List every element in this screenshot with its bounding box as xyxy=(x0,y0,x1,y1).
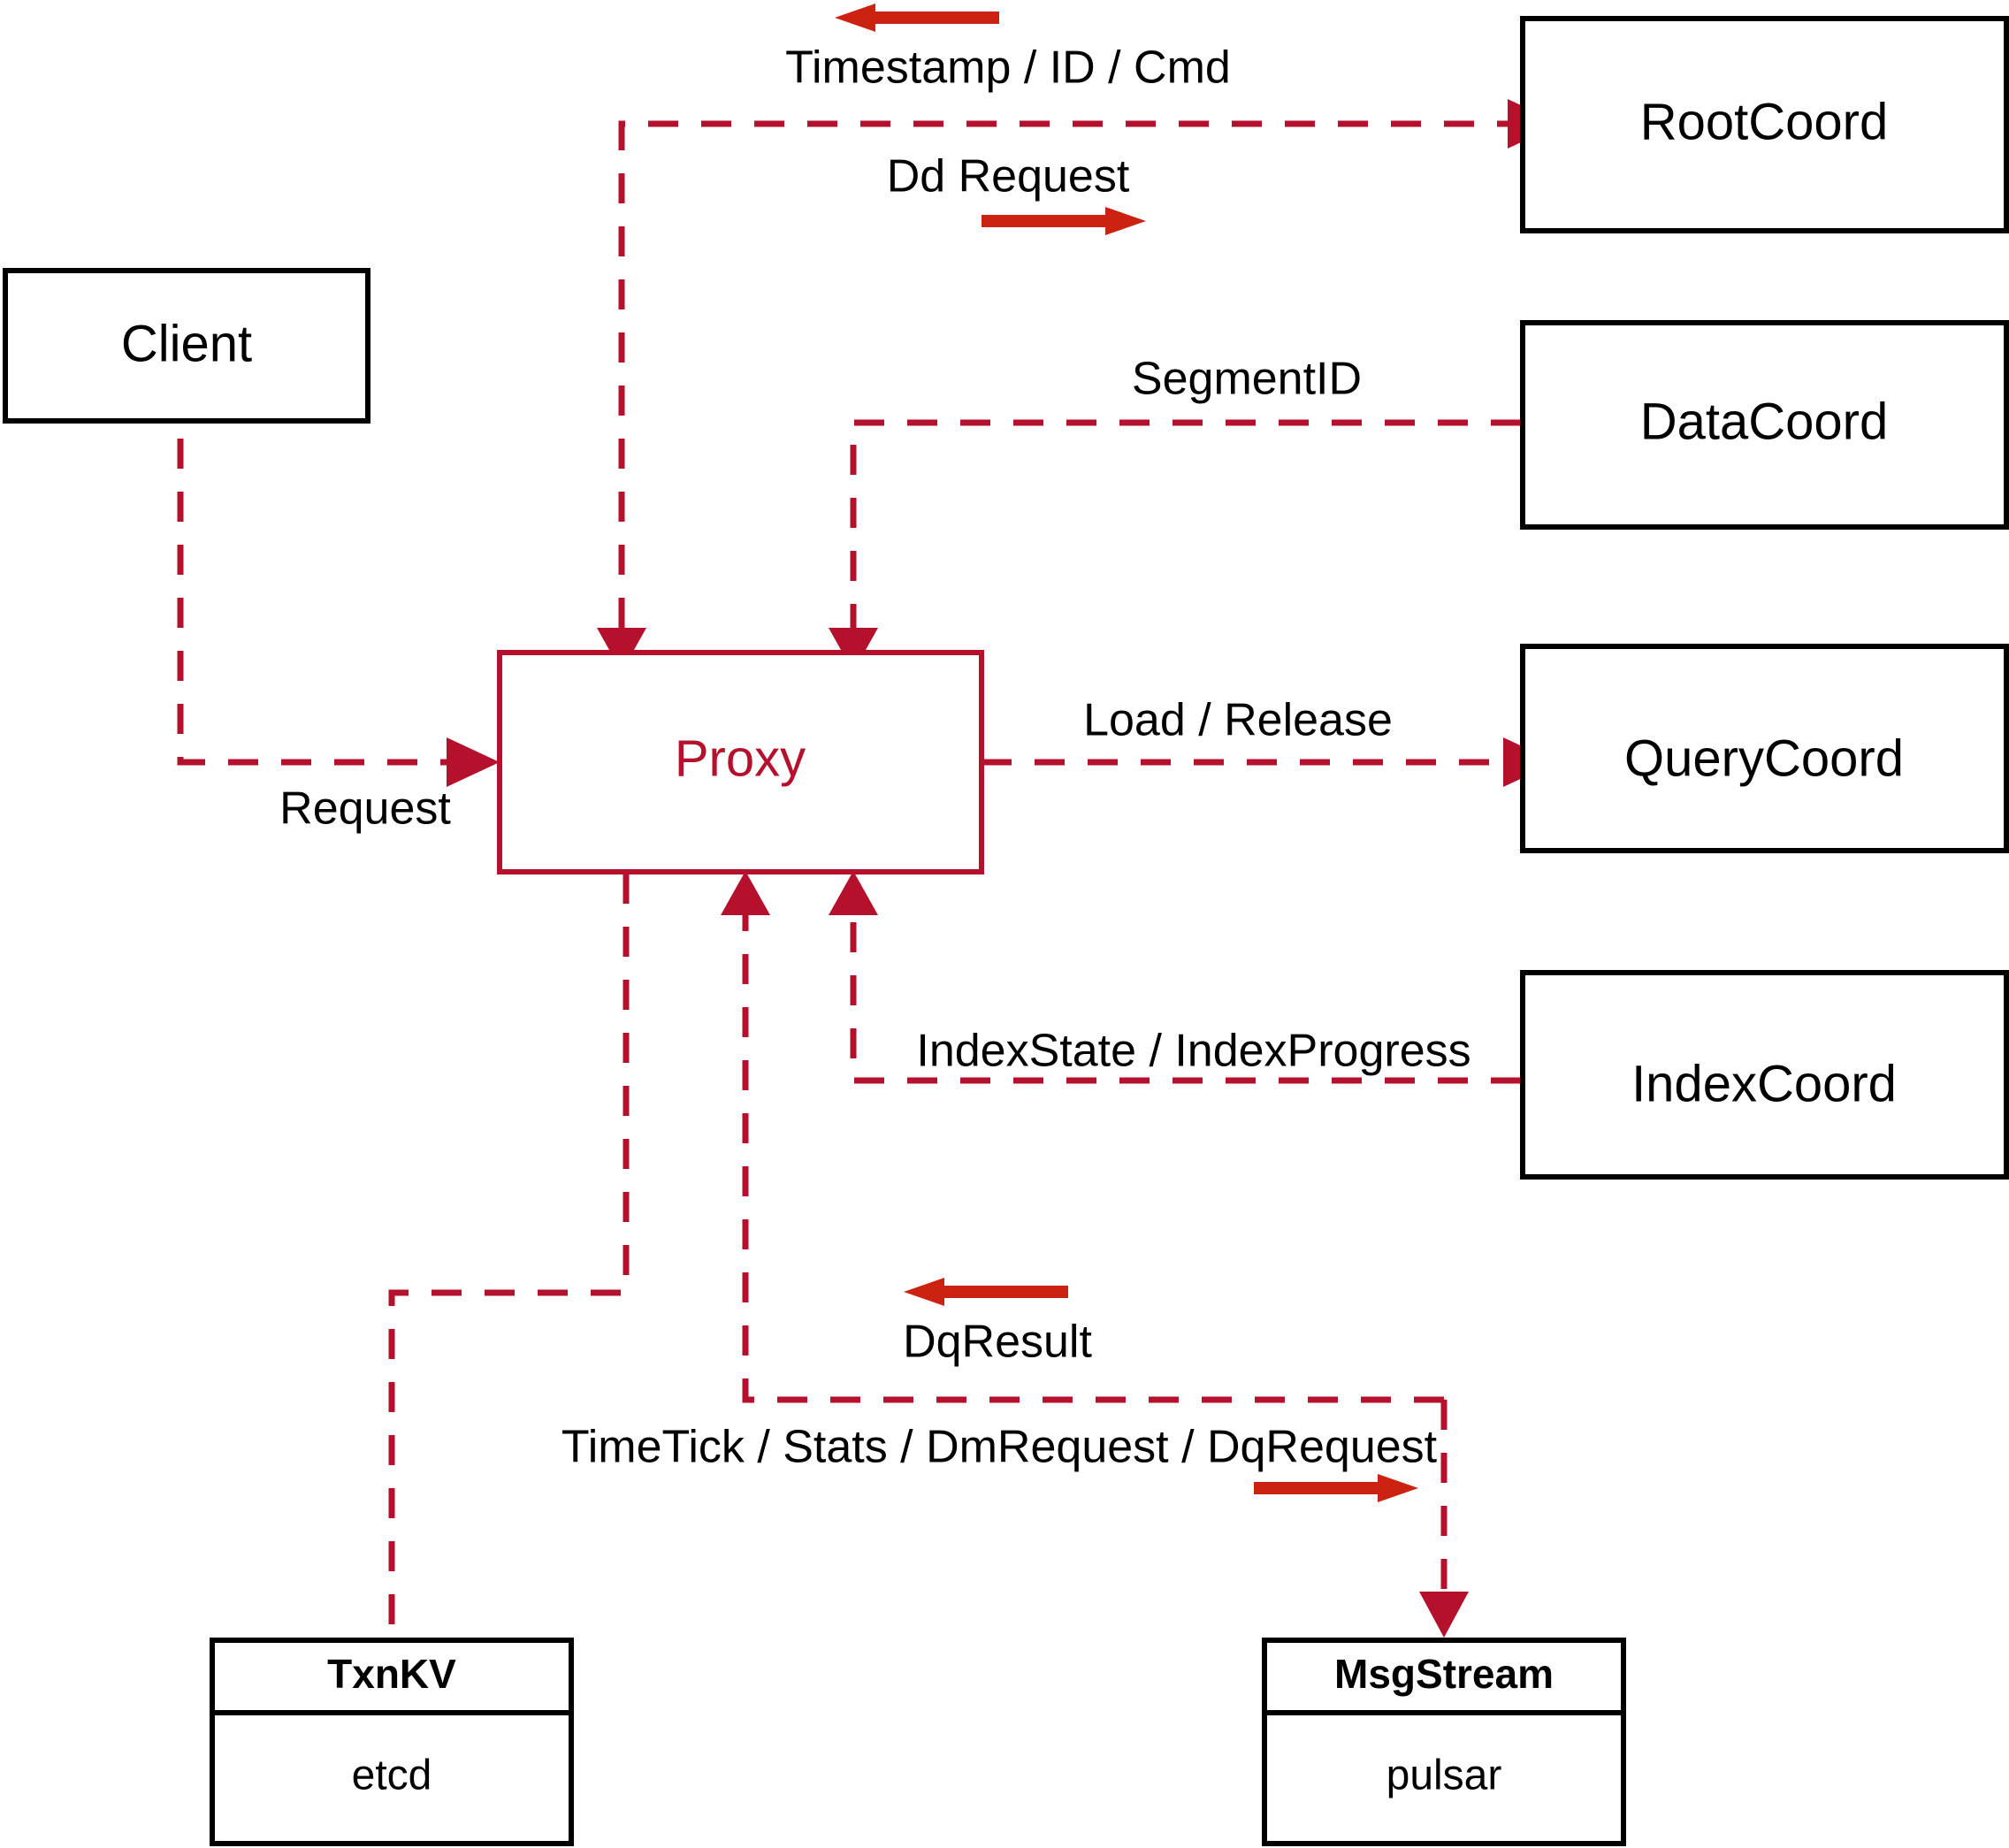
arrowhead-msgstream xyxy=(1419,1592,1469,1638)
direction-arrow-dq-result xyxy=(904,1278,1068,1306)
node-query-coord[interactable]: QueryCoord xyxy=(1520,644,2009,853)
node-msgstream[interactable]: MsgStream pulsar xyxy=(1262,1638,1626,1846)
node-msgstream-impl: pulsar xyxy=(1386,1753,1502,1799)
node-data-coord-label: DataCoord xyxy=(1640,393,1888,450)
node-proxy[interactable]: Proxy xyxy=(497,650,984,874)
edge-label-dq-result: DqResult xyxy=(903,1317,1092,1368)
edge-request xyxy=(177,386,500,787)
node-index-coord-label: IndexCoord xyxy=(1631,1055,1897,1112)
node-txnkv-label: TxnKV xyxy=(327,1651,456,1697)
edge-label-index-state: IndexState / IndexProgress xyxy=(916,1026,1470,1077)
edge-label-segment-id: SegmentID xyxy=(1132,354,1362,405)
direction-arrow-timestamp xyxy=(835,4,999,32)
node-txnkv-impl: etcd xyxy=(352,1753,432,1799)
node-root-coord-label: RootCoord xyxy=(1640,93,1888,150)
node-query-coord-label: QueryCoord xyxy=(1624,729,1904,787)
node-client[interactable]: Client xyxy=(3,268,370,424)
edge-proxy-txnkv xyxy=(388,874,630,1638)
arrowhead-proxy-left xyxy=(447,737,500,787)
edge-segment-id xyxy=(829,419,1521,672)
edge-index-state xyxy=(829,871,1521,1084)
direction-arrow-timetick xyxy=(1254,1474,1418,1502)
edge-label-load-release: Load / Release xyxy=(1083,695,1393,746)
edge-proxy-msgstream xyxy=(1419,1400,1469,1638)
node-index-coord[interactable]: IndexCoord xyxy=(1520,970,2009,1180)
edge-dq-result xyxy=(721,871,1444,1403)
edge-label-dd-request: Dd Request xyxy=(887,151,1130,202)
node-data-coord[interactable]: DataCoord xyxy=(1520,320,2009,530)
edge-label-timestamp: Timestamp / ID / Cmd xyxy=(785,42,1231,94)
direction-arrow-dd-request xyxy=(982,207,1146,235)
node-proxy-label: Proxy xyxy=(675,729,806,787)
arrowhead-proxy-bottom-mid xyxy=(721,871,770,915)
node-root-coord[interactable]: RootCoord xyxy=(1520,16,2009,233)
edge-label-request: Request xyxy=(279,783,451,835)
node-txnkv[interactable]: TxnKV etcd xyxy=(210,1638,574,1846)
arrowhead-proxy-bottom-right xyxy=(829,871,878,915)
edge-label-timetick: TimeTick / Stats / DmRequest / DqRequest xyxy=(561,1422,1438,1473)
node-client-label: Client xyxy=(121,315,252,372)
node-msgstream-label: MsgStream xyxy=(1334,1651,1554,1697)
